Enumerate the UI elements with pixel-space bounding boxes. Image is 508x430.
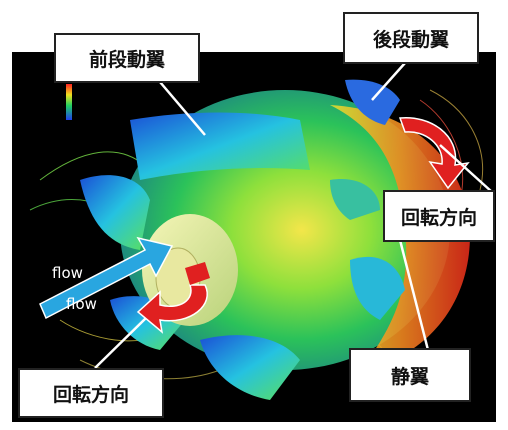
stator-label: 静翼 xyxy=(349,348,471,402)
flow-label: flow xyxy=(66,295,97,313)
rear-rotor-label: 後段動翼 xyxy=(343,12,479,64)
front-rotor-label: 前段動翼 xyxy=(54,33,200,83)
color-scale-icon xyxy=(66,84,72,120)
rotation-direction-label-right: 回転方向 xyxy=(383,190,495,242)
rotation-direction-label-left: 回転方向 xyxy=(18,368,164,418)
flow-label: flow xyxy=(52,264,83,282)
